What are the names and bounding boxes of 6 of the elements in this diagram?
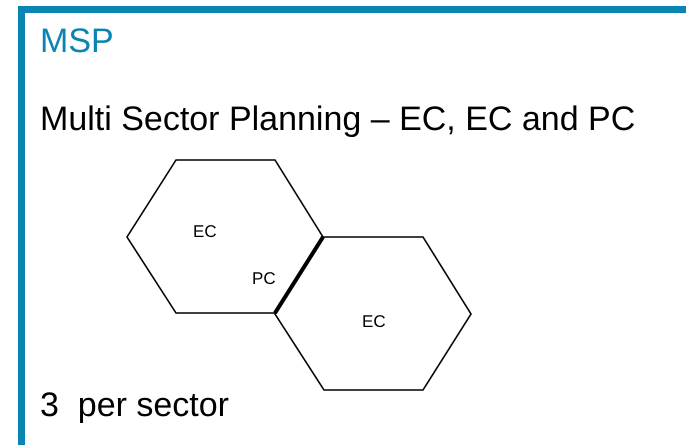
cell-label: EC — [193, 222, 217, 242]
body-text: 3 per sector — [40, 385, 229, 426]
slide-title: MSP — [40, 21, 114, 62]
body-text: Multi Sector Planning – EC, EC and PC — [40, 99, 636, 140]
cell-label: EC — [362, 312, 386, 332]
cell-label: PC — [252, 269, 276, 290]
